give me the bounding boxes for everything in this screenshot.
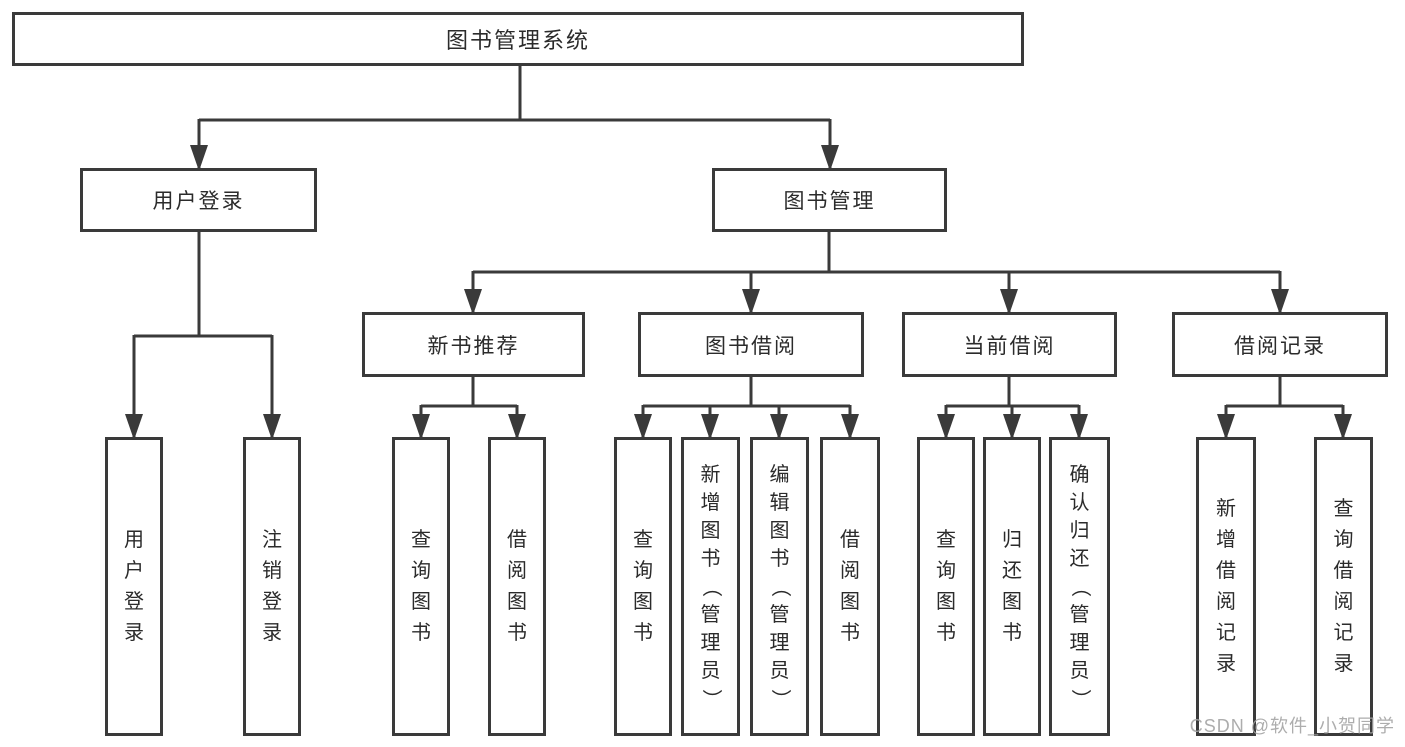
leaf-add-borrow-record: 新增借阅记录	[1196, 437, 1256, 736]
leaf-edit-book-admin: 编辑图书（管理员）	[750, 437, 809, 736]
leaf-add-book-admin: 新增图书（管理员）	[681, 437, 740, 736]
node-book-borrowing: 图书借阅	[638, 312, 864, 377]
node-library-management-system: 图书管理系统	[12, 12, 1024, 66]
leaf-return-book: 归还图书	[983, 437, 1041, 736]
node-current-borrowing: 当前借阅	[902, 312, 1117, 377]
leaf-borrow-books-newbook: 借阅图书	[488, 437, 546, 736]
leaf-query-books-current: 查询图书	[917, 437, 975, 736]
node-book-management: 图书管理	[712, 168, 947, 232]
leaf-confirm-return-admin: 确认归还（管理员）	[1049, 437, 1110, 736]
node-user-login: 用户登录	[80, 168, 317, 232]
leaf-query-books-borrow: 查询图书	[614, 437, 672, 736]
leaf-logout-login: 注销登录	[243, 437, 301, 736]
leaf-query-books-newbook: 查询图书	[392, 437, 450, 736]
leaf-user-login: 用户登录	[105, 437, 163, 736]
leaf-query-borrow-record: 查询借阅记录	[1314, 437, 1373, 736]
leaf-borrow-books-borrow: 借阅图书	[820, 437, 880, 736]
node-borrowing-records: 借阅记录	[1172, 312, 1388, 377]
node-new-book-recommendation: 新书推荐	[362, 312, 585, 377]
watermark-text: CSDN @软件_小贺同学	[1189, 716, 1395, 736]
